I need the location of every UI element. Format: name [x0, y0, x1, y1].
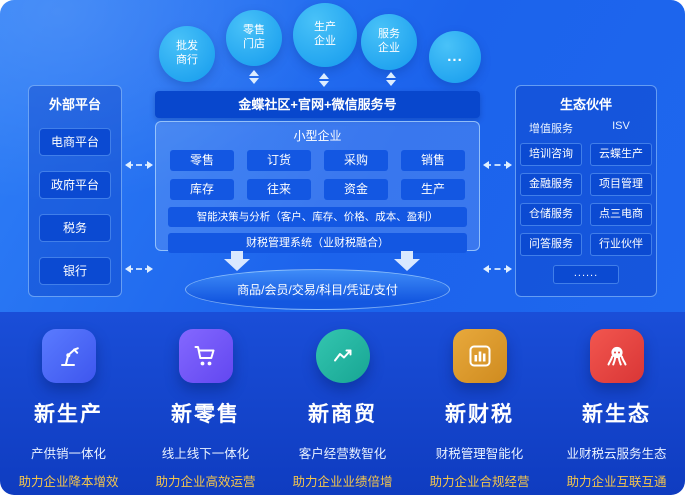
circle-label: 零售门店	[242, 24, 265, 50]
solution-column-retail: 新零售 线上线下一体化 助力企业高效运营	[137, 329, 274, 495]
module-grid: 零售 订货 采购 销售 库存 往来 资金 生产	[156, 150, 479, 200]
solution-line1: 业财税云服务生态	[566, 447, 667, 461]
solution-column-fintax: 新财税 财税管理智能化 助力企业合规经营	[411, 329, 548, 495]
ecosystem-item: 行业伙伴	[590, 233, 652, 256]
circle-wholesale: 批发商行	[159, 26, 215, 82]
panel-title: 生态伙伴	[559, 97, 612, 112]
circle-manufacturer: 生产企业	[293, 3, 357, 67]
updown-arrow-icon	[386, 72, 396, 86]
solution-title: 新生态	[582, 403, 651, 426]
solution-line1: 客户经营数智化	[298, 447, 387, 461]
small-enterprise-panel: 小型企业 零售 订货 采购 销售 库存 往来 资金 生产 智能决策与分析（客户、…	[155, 121, 480, 253]
solution-column-ecosystem: 新生态 业财税云服务生态 助力企业互联互通	[548, 329, 685, 495]
ecosystem-item: 点三电商	[590, 203, 652, 226]
solution-column-trade: 新商贸 客户经营数智化 助力企业业绩倍增	[274, 329, 411, 495]
portal-bar: 金蝶社区+官网+微信服务号	[155, 91, 480, 118]
module-chip: 零售	[170, 150, 234, 171]
octopus-icon	[589, 329, 644, 383]
module-chip: 库存	[170, 179, 234, 200]
ecosystem-row: 金融服务 项目管理	[516, 173, 656, 196]
external-platform-panel: 外部平台 电商平台 政府平台 税务 银行	[28, 85, 122, 297]
solution-line2: 助力企业降本增效	[18, 475, 119, 489]
ecosystem-row: 问答服务 行业伙伴	[516, 233, 656, 256]
down-arrow-icon	[394, 251, 420, 271]
circle-more: ...	[429, 31, 481, 83]
circle-label: 批发商行	[175, 40, 198, 66]
fintax-system-bar: 财税管理系统（业财税融合）	[168, 233, 467, 253]
solution-line2: 助力企业合规经营	[429, 475, 530, 489]
module-chip: 资金	[324, 179, 388, 200]
circle-service-enterprise: 服务企业	[361, 14, 417, 70]
external-platform-item: 银行	[39, 257, 111, 285]
dashed-connector	[483, 265, 512, 273]
ecosystem-more-chip: ......	[553, 265, 619, 284]
trend-chart-icon	[315, 329, 370, 383]
ecosystem-item: 金融服务	[520, 173, 582, 196]
down-arrow-icon	[224, 251, 250, 271]
dashed-connector	[125, 161, 153, 169]
circle-label: 服务企业	[377, 28, 400, 54]
circle-label: 生产企业	[313, 21, 336, 47]
dashed-connector	[483, 161, 512, 169]
module-chip: 生产	[401, 179, 465, 200]
solution-title: 新生产	[34, 403, 103, 426]
solution-title: 新商贸	[308, 403, 377, 426]
small-enterprise-label: 小型企业	[293, 129, 342, 143]
ecosystem-item: 项目管理	[590, 173, 652, 196]
ecosystem-column-headers: 增值服务 ISV	[516, 120, 656, 136]
ecosystem-item: 云蝶生产	[590, 143, 652, 166]
analysis-bar: 智能决策与分析（客户、库存、价格、成本、盈利）	[168, 207, 467, 227]
data-cylinder: 商品/会员/交易/科目/凭证/支付	[185, 269, 450, 310]
bar-chart-icon	[452, 329, 507, 383]
ecosystem-row: 仓储服务 点三电商	[516, 203, 656, 226]
solution-line2: 助力企业高效运营	[155, 475, 256, 489]
ecosystem-item: 问答服务	[520, 233, 582, 256]
solution-line1: 财税管理智能化	[435, 447, 524, 461]
solution-line1: 线上线下一体化	[161, 447, 250, 461]
ecosystem-item: 培训咨询	[520, 143, 582, 166]
column-header: ISV	[612, 120, 630, 132]
shopping-cart-icon	[178, 329, 233, 383]
external-platform-item: 税务	[39, 214, 111, 242]
solution-line1: 产供销一体化	[30, 447, 106, 461]
ecosystem-partner-panel: 生态伙伴 增值服务 ISV 培训咨询 云蝶生产 金融服务 项目管理 仓储服务 点…	[515, 85, 657, 297]
solution-title: 新零售	[171, 403, 240, 426]
solution-line2: 助力企业业绩倍增	[292, 475, 393, 489]
dashed-connector	[125, 265, 153, 273]
solution-line2: 助力企业互联互通	[566, 475, 667, 489]
data-cylinder-label: 商品/会员/交易/科目/凭证/支付	[237, 283, 398, 297]
panel-title: 外部平台	[48, 97, 101, 112]
external-platform-item: 电商平台	[39, 128, 111, 156]
circle-retail-store: 零售门店	[226, 10, 282, 66]
architecture-section: 批发商行 零售门店 生产企业 服务企业 ... 金蝶社区+官网+微信服务号 外部…	[0, 0, 685, 312]
solution-column-production: 新生产 产供销一体化 助力企业降本增效	[0, 329, 137, 495]
circle-label: ...	[447, 47, 463, 65]
updown-arrow-icon	[319, 73, 329, 87]
module-chip: 订货	[247, 150, 311, 171]
ecosystem-row: 培训咨询 云蝶生产	[516, 143, 656, 166]
solutions-section: 新生产 产供销一体化 助力企业降本增效 新零售 线上线下一体化 助力企业高效运营	[0, 312, 685, 495]
module-chip: 采购	[324, 150, 388, 171]
ecosystem-item: 仓储服务	[520, 203, 582, 226]
updown-arrow-icon	[249, 70, 259, 84]
module-chip: 往来	[247, 179, 311, 200]
column-header: 增值服务	[529, 123, 573, 135]
module-chip: 销售	[401, 150, 465, 171]
solution-title: 新财税	[445, 403, 514, 426]
robot-arm-icon	[41, 329, 96, 383]
external-platform-item: 政府平台	[39, 171, 111, 199]
